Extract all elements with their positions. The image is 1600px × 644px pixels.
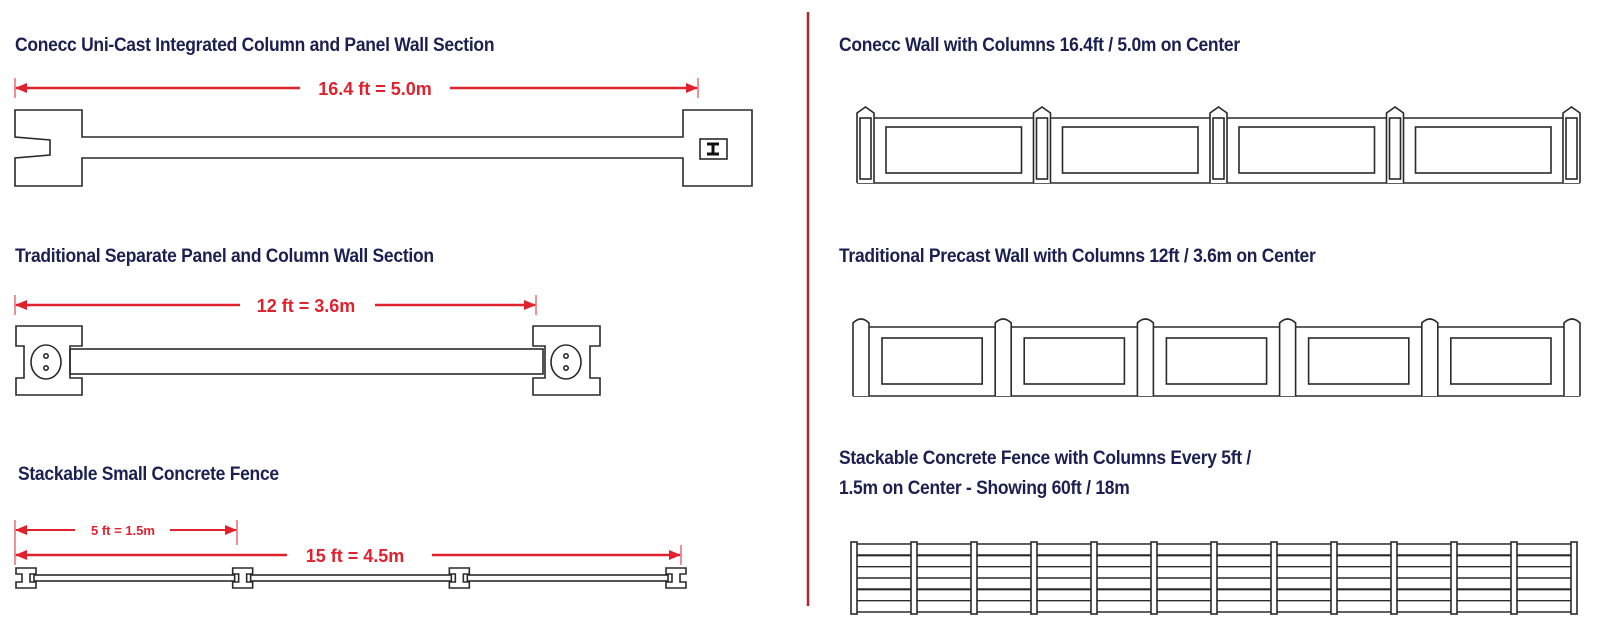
column: [1278, 318, 1297, 396]
column: [1209, 106, 1228, 183]
recessed-panel: [1238, 126, 1376, 174]
recessed-panel: [1414, 126, 1552, 174]
fence-column: [15, 567, 37, 589]
recessed-panel: [1450, 337, 1552, 385]
fence-column: [1510, 541, 1518, 615]
traditional-dimension: 12 ft = 3.6m: [14, 295, 537, 316]
fence-panel: [249, 574, 453, 582]
dimension-label-5ft: 5 ft = 1.5m: [91, 523, 155, 538]
stackable-dimensions: 5 ft = 1.5m 15 ft = 4.5m: [14, 520, 682, 566]
stackable-small-fence-title: Stackable Small Concrete Fence: [18, 464, 279, 485]
recessed-panel: [1165, 337, 1268, 385]
column-inset: [1035, 117, 1049, 180]
column-left: [15, 325, 83, 396]
conecc-wall-title: Conecc Wall with Columns 16.4ft / 5.0m o…: [839, 35, 1240, 56]
column: [1385, 106, 1405, 183]
conecc-plan-drawing: [14, 109, 753, 187]
fence-panel: [466, 574, 669, 582]
fence-column: [850, 541, 858, 615]
column: [852, 318, 870, 396]
column: [1563, 318, 1581, 396]
conecc-section-title: Conecc Uni-Cast Integrated Column and Pa…: [15, 35, 495, 56]
stackable-fence-title-line1: Stackable Concrete Fence with Columns Ev…: [839, 448, 1251, 469]
conecc-panel-outline: [14, 109, 753, 187]
fence-column: [1150, 541, 1158, 615]
fence-column: [1030, 541, 1038, 615]
stackable-fence-title-line2: 1.5m on Center - Showing 60ft / 18m: [839, 478, 1130, 499]
traditional-wall-title: Traditional Precast Wall with Columns 12…: [839, 246, 1316, 267]
recessed-panel: [885, 126, 1023, 174]
precast-panel: [69, 348, 544, 375]
recessed-panel: [1061, 126, 1199, 174]
fence-column: [665, 567, 687, 589]
traditional-section-title: Traditional Separate Panel and Column Wa…: [15, 246, 434, 267]
fence-column: [970, 541, 978, 615]
column-inset: [859, 117, 872, 180]
column-inset: [1212, 117, 1225, 180]
column: [1032, 106, 1052, 183]
fence-column: [1450, 541, 1458, 615]
recessed-panel: [881, 337, 983, 385]
conecc-wall-elevation: [856, 106, 1581, 184]
dimension-label: 16.4 ft = 5.0m: [318, 79, 432, 99]
traditional-plan-drawing: [15, 325, 601, 396]
recessed-panel: [1307, 337, 1410, 385]
fence-column: [1270, 541, 1278, 615]
traditional-wall-elevation: [852, 318, 1581, 397]
column: [1421, 318, 1439, 396]
fence-column: [910, 541, 918, 615]
column: [1136, 318, 1155, 396]
dimension-label-15ft: 15 ft = 4.5m: [306, 546, 405, 566]
two-hole-anchor-icon: [550, 344, 582, 380]
fence-column: [231, 567, 254, 589]
h-beam-icon: [707, 142, 719, 156]
dimension-label: 12 ft = 3.6m: [257, 296, 356, 316]
column: [856, 106, 875, 183]
column-inset: [1388, 117, 1402, 180]
two-hole-anchor-icon: [30, 344, 62, 380]
fence-column: [1090, 541, 1098, 615]
stackable-fence-elevation: [850, 541, 1578, 615]
fence-column: [1210, 541, 1218, 615]
column-inset: [1565, 117, 1578, 180]
fence-column: [1390, 541, 1398, 615]
recessed-panel: [1023, 337, 1126, 385]
column-right: [532, 325, 601, 396]
conecc-dimension: 16.4 ft = 5.0m: [14, 78, 699, 99]
column: [994, 318, 1012, 396]
fence-column: [1330, 541, 1338, 615]
fence-panel: [33, 574, 236, 582]
stackable-small-fence-drawing: [15, 567, 687, 589]
column: [1562, 106, 1581, 183]
fence-column: [1570, 541, 1578, 615]
fence-column: [448, 567, 471, 589]
